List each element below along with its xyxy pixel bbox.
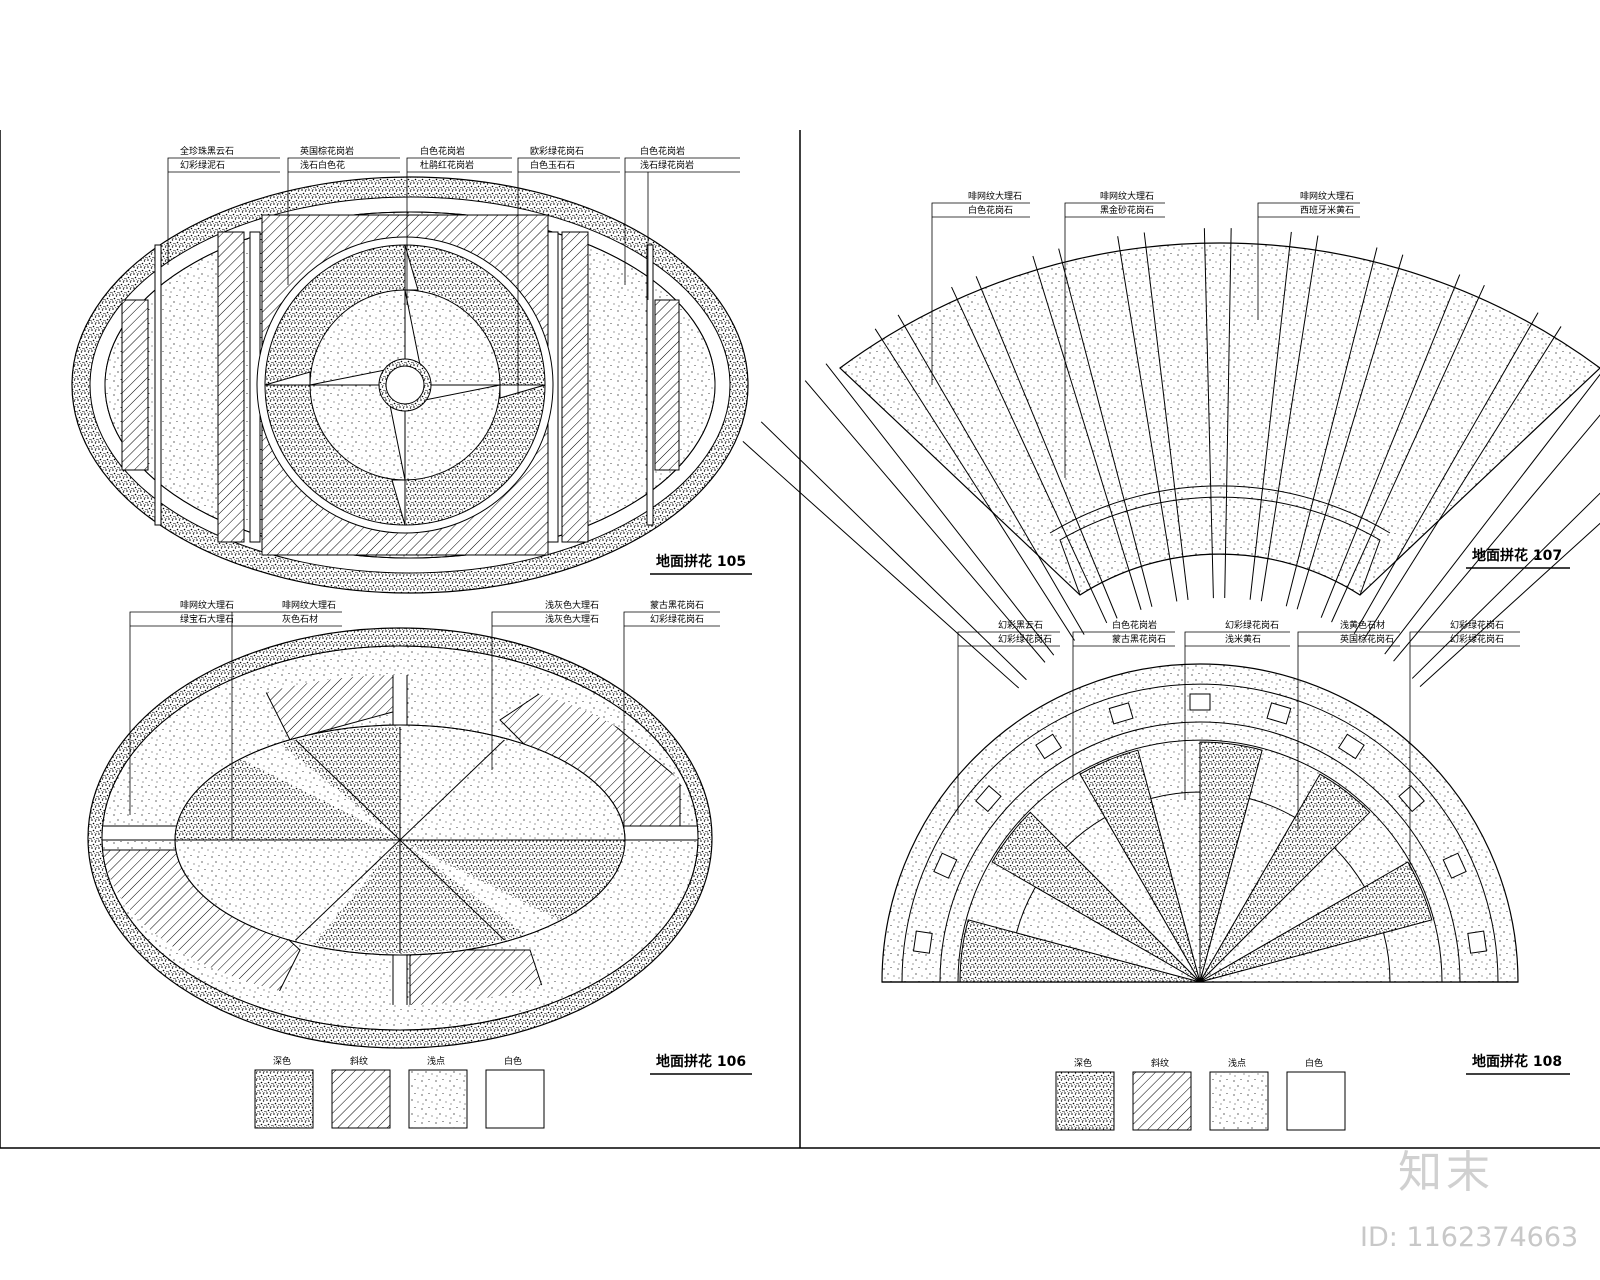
label-105-2: 英国棕花岗岩	[300, 145, 354, 157]
label-108-7: 英国棕花岗石	[1340, 633, 1394, 645]
legend-left-label-3: 白色	[504, 1055, 522, 1067]
legend-left-label-0: 深色	[273, 1055, 291, 1067]
title-108: 地面拼花 108	[1472, 1053, 1562, 1070]
label-105-4: 白色花岗岩	[420, 145, 465, 157]
label-106-6: 蒙古黑花岗石	[650, 599, 704, 611]
label-106-3: 灰色石材	[282, 613, 318, 625]
label-105-6: 欧彩绿花岗石	[530, 145, 584, 157]
title-106: 地面拼花 106	[656, 1053, 746, 1070]
label-108-9: 幻彩绿花岗石	[1450, 633, 1504, 645]
legend-right-label-0: 深色	[1074, 1057, 1092, 1069]
label-106-7: 幻彩绿花岗石	[650, 613, 704, 625]
label-105-9: 浅石绿花岗岩	[640, 159, 694, 171]
label-106-4: 浅灰色大理石	[545, 599, 599, 611]
legend-right-swatch-light	[1209, 1071, 1269, 1131]
legend-swatch-hatch	[331, 1069, 391, 1129]
legend-right-swatch-dense	[1055, 1071, 1115, 1131]
diagram-108: 幻彩黑云石 幻彩绿花岗石 白色花岗岩 蒙古黑花岗石 幻彩绿花岗石 浅米黄石 浅黄…	[881, 619, 1570, 1075]
label-106-0: 啡网纹大理石	[180, 599, 234, 611]
label-108-3: 蒙古黑花岗石	[1112, 633, 1166, 645]
diagram-105: 全珍珠黑云石 幻彩绿泥石 英国棕花岗岩 浅石白色花 白色花岗岩 杜鹃红花岗岩 欧…	[71, 145, 752, 594]
legend-right-swatch-hatch	[1132, 1071, 1192, 1131]
legend-swatch-light	[408, 1069, 468, 1129]
label-105-1: 幻彩绿泥石	[180, 159, 225, 171]
legend-left: 深色 斜纹 浅点 白色	[254, 1055, 545, 1129]
label-105-7: 白色玉石石	[530, 159, 575, 171]
legend-left-label-2: 浅点	[427, 1055, 445, 1067]
label-106-1: 绿宝石大理石	[180, 613, 234, 625]
legend-swatch-dense	[254, 1069, 314, 1129]
label-108-4: 幻彩绿花岗石	[1225, 619, 1279, 631]
label-108-2: 白色花岗岩	[1112, 619, 1157, 631]
watermark-id: ID: 1162374663	[1360, 1222, 1579, 1253]
label-107-0: 啡网纹大理石	[968, 190, 1022, 202]
title-107: 地面拼花 107	[1472, 547, 1562, 564]
label-105-8: 白色花岗岩	[640, 145, 685, 157]
label-105-0: 全珍珠黑云石	[180, 145, 234, 157]
legend-swatch-blank	[485, 1069, 545, 1129]
label-107-2: 啡网纹大理石	[1100, 190, 1154, 202]
label-107-4: 啡网纹大理石	[1300, 190, 1354, 202]
legend-right-label-1: 斜纹	[1151, 1057, 1169, 1069]
legend-right: 深色 斜纹 浅点 白色	[1055, 1057, 1346, 1131]
legend-left-label-1: 斜纹	[350, 1055, 368, 1067]
label-107-3: 黑金砂花岗石	[1100, 204, 1154, 216]
label-108-1: 幻彩绿花岗石	[998, 633, 1052, 645]
watermark-brand: 知末	[1398, 1147, 1494, 1198]
label-108-6: 浅黄色石材	[1340, 619, 1385, 631]
label-107-5: 西班牙米黄石	[1300, 204, 1354, 216]
label-105-3: 浅石白色花	[300, 159, 345, 171]
label-105-5: 杜鹃红花岗岩	[420, 159, 474, 171]
label-108-8: 幻彩绿花岗石	[1450, 619, 1504, 631]
label-107-1: 白色花岗石	[968, 204, 1013, 216]
diagram-106: 啡网纹大理石 绿宝石大理石 啡网纹大理石 灰色石材 浅灰色大理石 浅灰色大理石 …	[87, 599, 752, 1075]
diagram-107: 啡网纹大理石 白色花岗石 啡网纹大理石 黑金砂花岗石 啡网纹大理石 西班牙米黄石…	[742, 190, 1600, 689]
label-108-5: 浅米黄石	[1225, 633, 1261, 645]
label-106-2: 啡网纹大理石	[282, 599, 336, 611]
label-108-0: 幻彩黑云石	[998, 619, 1043, 631]
label-106-5: 浅灰色大理石	[545, 613, 599, 625]
legend-right-label-2: 浅点	[1228, 1057, 1246, 1069]
legend-right-swatch-blank	[1286, 1071, 1346, 1131]
legend-right-label-3: 白色	[1305, 1057, 1323, 1069]
title-105: 地面拼花 105	[656, 553, 746, 570]
